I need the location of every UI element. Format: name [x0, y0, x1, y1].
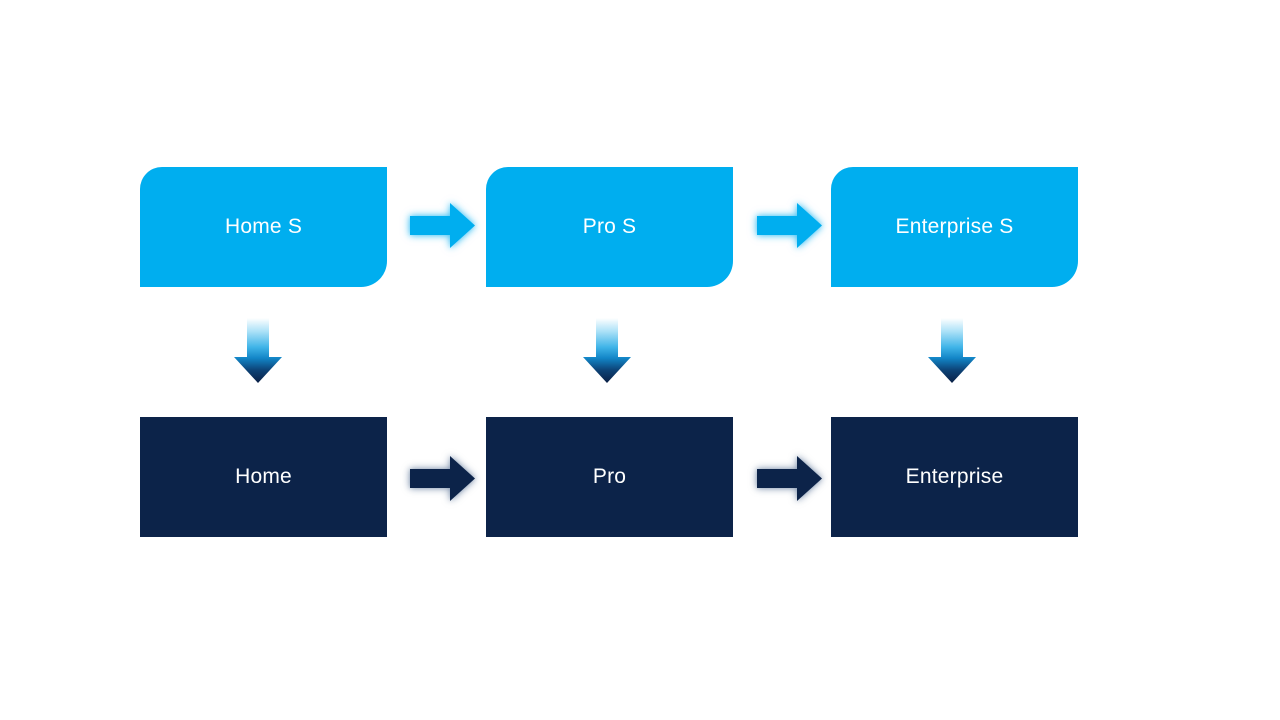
node-home-s-label: Home S	[224, 215, 303, 238]
node-pro-s-label: Pro S	[582, 215, 637, 238]
node-home-label: Home	[235, 465, 292, 488]
down-arrow-icon	[583, 318, 631, 383]
node-enterprise-label: Enterprise	[905, 465, 1004, 488]
node-pro: Pro	[486, 417, 733, 537]
node-enterprise-s-label: Enterprise S	[895, 215, 1014, 238]
right-arrow-icon	[410, 203, 475, 248]
right-arrow-icon	[410, 456, 475, 501]
node-enterprise-s: Enterprise S	[831, 167, 1078, 287]
down-arrow-icon	[234, 318, 282, 383]
node-home-s: Home S	[140, 167, 387, 287]
right-arrow-icon	[757, 456, 822, 501]
node-enterprise: Enterprise	[831, 417, 1078, 537]
node-pro-label: Pro	[592, 465, 627, 488]
right-arrow-icon	[757, 203, 822, 248]
down-arrow-icon	[928, 318, 976, 383]
node-pro-s: Pro S	[486, 167, 733, 287]
node-home: Home	[140, 417, 387, 537]
